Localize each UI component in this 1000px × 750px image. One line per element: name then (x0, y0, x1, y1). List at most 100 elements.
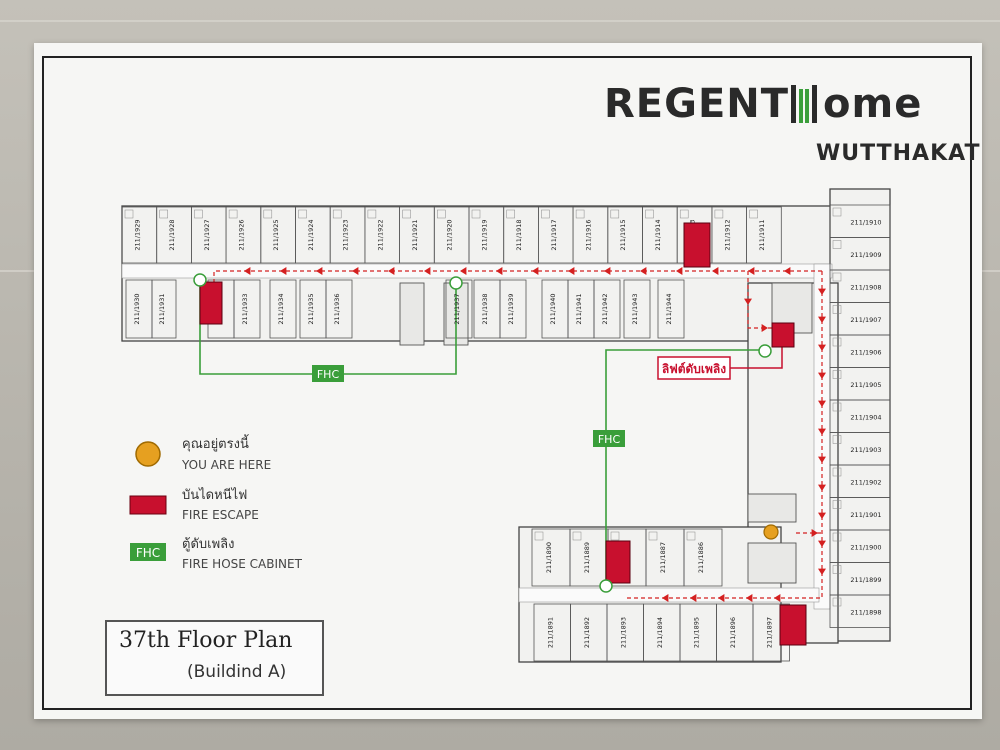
north-row-unit-label: 211/1921 (411, 219, 419, 250)
north-row-unit-label: 211/1917 (550, 219, 558, 250)
floor-plan-board: REGENT ome WUTTHAKAT 211/1929 211/1928 211… (34, 43, 982, 719)
south-row-cell (499, 279, 527, 339)
east-column-unit-label: 211/1907 (850, 316, 881, 324)
route-arrow-icon (811, 529, 818, 537)
route-arrow-icon (388, 267, 395, 275)
south-row-unit-label: 211/1938 (481, 293, 489, 324)
route-arrow-icon (818, 456, 826, 463)
wall-seam (0, 20, 1000, 22)
legend-fhc-icon-text: FHC (136, 546, 160, 560)
wing-upper-fixture (572, 531, 582, 541)
fhc-point-icon (193, 273, 207, 287)
north-row-fixture (714, 209, 724, 219)
wing-upper-unit-label: 211/1887 (659, 542, 667, 573)
corridor-south (518, 587, 820, 603)
north-row-fixture (263, 209, 273, 219)
south-row-unit-label: 211/1943 (631, 293, 639, 324)
south-row-unit-label: 211/1935 (307, 293, 315, 324)
north-row-fixture (367, 209, 377, 219)
fire-lift-label: ลิฟต์ดับเพลิง (662, 362, 726, 376)
fhc-point-icon (449, 276, 463, 290)
wing-upper-fixture (686, 531, 696, 541)
fhc-cabinet-icon (593, 430, 625, 447)
wing-lower-unit-label: 211/1894 (656, 617, 664, 648)
east-column-unit-label: 211/1899 (850, 576, 881, 584)
route-arrow-icon (532, 267, 539, 275)
north-row-unit-label: 211/1924 (307, 219, 315, 250)
brand-name-part2: ome (823, 81, 923, 127)
legend-you-are-here-icon (135, 441, 161, 467)
north-row-fixture (749, 209, 758, 219)
east-column-unit-label: 211/1909 (850, 251, 881, 259)
north-row-unit-label: 211/1928 (168, 219, 176, 250)
east-column-fixture (832, 305, 842, 314)
legend: คุณอยู่ตรงนี้ YOU ARE HERE บันไดหนีไฟ FI… (129, 434, 303, 571)
wing-upper-unit-label: 211/1890 (545, 542, 553, 573)
wing-upper-unit-label: 211/1886 (697, 542, 705, 573)
route-arrow-icon (316, 267, 323, 275)
you-are-here-icon (763, 524, 779, 540)
north-row-fixture (124, 209, 134, 219)
north-row-unit-label: 211/1915 (619, 219, 627, 250)
brand-location: WUTTHAKAT (816, 141, 981, 166)
wing-upper-fixture (648, 531, 658, 541)
south-row-cell (593, 279, 621, 339)
route-arrow-icon (818, 568, 826, 575)
legend-fire-escape-icon (129, 495, 167, 515)
building-outline (121, 188, 891, 663)
north-row-fixture (159, 209, 168, 219)
east-column-fixture (832, 370, 842, 379)
wing-lower-unit-label: 211/1892 (583, 617, 591, 648)
south-row-cell (269, 279, 297, 339)
evacuation-route (213, 270, 822, 283)
south-row-unit-label: 211/1940 (549, 293, 557, 324)
east-column-fixture (832, 337, 842, 347)
brand-bars-icon (791, 85, 818, 123)
north-row-fixture (575, 209, 585, 219)
wing-lower-unit-label: 211/1893 (619, 617, 627, 648)
south-row-unit-label: 211/1933 (241, 293, 249, 324)
route-arrow-icon (818, 428, 826, 435)
route-arrow-icon (784, 267, 791, 275)
route-arrow-icon (774, 594, 781, 602)
south-row-unit-label: 211/1937 (453, 293, 461, 324)
south-row-cell (151, 279, 177, 339)
east-column-unit-label: 211/1901 (850, 511, 881, 519)
east-column-fixture (832, 565, 842, 574)
brand-logo: REGENT ome (604, 81, 922, 127)
lift-shaft (747, 542, 797, 584)
east-column-unit-label: 211/1906 (850, 348, 881, 356)
north-row-fixture (228, 209, 238, 219)
floor-title: 37th Floor Plan (119, 628, 293, 653)
south-row-unit-label: 211/1944 (665, 293, 673, 324)
north-row-fixture (645, 209, 654, 219)
east-column-fixture (832, 467, 842, 477)
route-arrow-icon (676, 267, 683, 275)
north-row-unit-label: 211/1929 (133, 219, 141, 250)
east-column-fixture (832, 435, 842, 444)
wing-upper-cell (683, 528, 723, 587)
route-arrow-icon (748, 267, 755, 275)
north-row-fixture (194, 209, 203, 219)
brand-name-part1: REGENT (604, 81, 790, 127)
south-row-unit-label: 211/1930 (133, 293, 141, 324)
north-row-unit-label: 211/1922 (376, 219, 384, 250)
route-arrow-icon (818, 372, 826, 379)
lift-shaft (399, 282, 425, 346)
south-row-unit-label: 211/1942 (601, 293, 609, 324)
north-row-unit-label: 211/1914 (654, 219, 662, 250)
north-row-fixture (402, 209, 411, 219)
route-arrow-icon (818, 512, 826, 519)
east-column-cell (829, 594, 891, 628)
north-row-unit-label: 211/1916 (584, 219, 592, 250)
east-column-unit-label: 211/1908 (850, 283, 881, 291)
south-row-cell (325, 279, 353, 339)
legend-fhc-en: FIRE HOSE CABINET (182, 557, 303, 571)
north-row-unit-label: 211/1919 (480, 219, 488, 250)
route-arrow-icon (818, 316, 826, 323)
route-arrow-icon (818, 484, 826, 491)
fhc-cabinet-icon (312, 365, 344, 382)
east-column-fixture (832, 532, 842, 542)
floor-title-box: 37th Floor Plan (Buildind A) (105, 620, 324, 696)
